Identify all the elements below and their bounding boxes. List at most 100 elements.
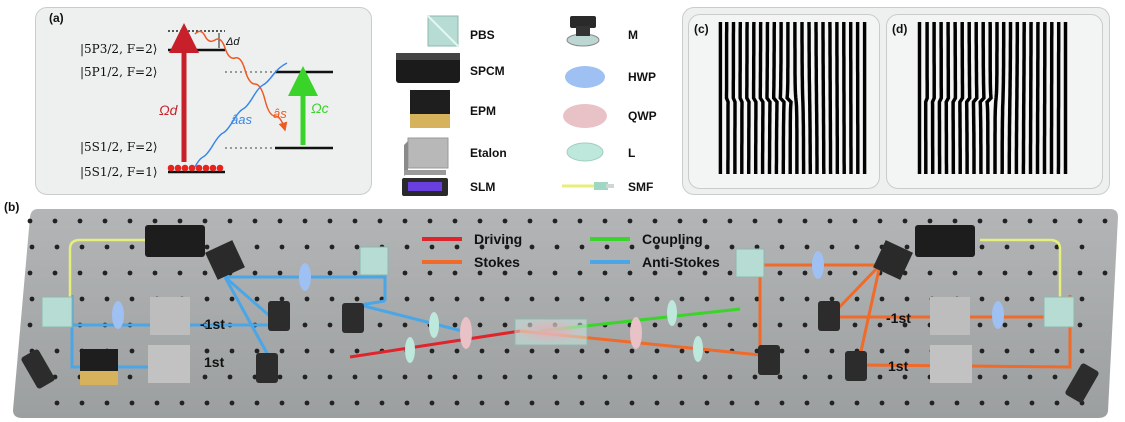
table-hole [529,400,535,406]
table-hole [77,270,83,276]
table-hole [327,218,333,224]
mirrors [21,301,1099,403]
comp-label-l: L [628,146,636,160]
table-hole [429,296,435,302]
table-hole [554,348,560,354]
table-hole [452,218,458,224]
table-hole [277,218,283,224]
fringe-line [731,22,737,174]
table-hole [479,400,485,406]
table-hole [277,374,283,380]
level-5p32: |5P3/2, F=2⟩ [80,42,158,56]
spcm-left [145,225,205,257]
table-hole [602,218,608,224]
table-hole [527,270,533,276]
table-hole [579,296,585,302]
table-hole [454,348,460,354]
table-hole [979,400,985,406]
table-hole [929,400,935,406]
fringe-line [978,22,986,175]
table-hole [302,218,308,224]
table-hole [504,348,510,354]
table-hole [752,322,758,328]
table-hole [552,218,558,224]
table-hole [379,400,385,406]
table-hole [754,296,760,302]
fringe-line [1000,22,1006,175]
table-hole [877,374,883,380]
order-label-left-1: 1st [204,354,225,370]
table-hole [352,374,358,380]
table-hole [354,244,360,250]
comp-label-hwp: HWP [628,70,656,84]
pbs-left-fiber [41,296,73,328]
spcm-icon [396,53,460,83]
table-hole [202,218,208,224]
fringe-line [835,22,840,175]
table-hole [1002,270,1008,276]
table-hole [677,322,683,328]
fringe-pattern-c [718,22,867,175]
table-hole [502,374,508,380]
comp-label-pbs: PBS [470,28,495,42]
table-hole [554,296,560,302]
fringe-line [751,22,758,174]
table-hole [452,374,458,380]
smf-fiber-right [980,238,1062,301]
table-hole [779,348,785,354]
table-hole [654,400,660,406]
qwp-icon [563,104,607,128]
table-hole [377,374,383,380]
table-hole [727,270,733,276]
table-hole [479,244,485,250]
table-hole [77,218,83,224]
table-hole [304,244,310,250]
table-hole [202,270,208,276]
table-hole [629,296,635,302]
table-hole [1052,218,1058,224]
table-hole [802,322,808,328]
slm-icon [402,178,448,196]
fringe-line [821,22,826,174]
table-hole [477,270,483,276]
table-hole [354,348,360,354]
table-hole [1029,348,1035,354]
legend-label-coupling: Coupling [642,231,703,247]
fringe-line [985,22,993,174]
table-hole [902,218,908,224]
table-hole [204,400,210,406]
table-hole [429,348,435,354]
table-hole [79,296,85,302]
table-hole [104,244,110,250]
epm-icon [410,90,450,128]
table-hole [327,374,333,380]
etalon-left-bottom [148,345,190,383]
table-hole [702,374,708,380]
table-hole [52,270,58,276]
table-hole [454,244,460,250]
waveplates [112,251,1004,363]
table-hole [477,218,483,224]
table-hole [879,348,885,354]
table-hole [454,296,460,302]
table-hole [852,322,858,328]
table-hole [1004,244,1010,250]
table-hole [977,322,983,328]
table-hole [1004,400,1010,406]
table-hole [629,244,635,250]
table-hole [679,296,685,302]
table-hole [652,218,658,224]
table-hole [1077,218,1083,224]
table-hole [904,400,910,406]
table-hole [954,400,960,406]
stokes-photon [194,30,288,132]
table-hole [1002,374,1008,380]
table-hole [977,218,983,224]
table-hole [804,296,810,302]
table-hole [1077,322,1083,328]
table-hole [704,244,710,250]
anti-stokes-photon [194,62,288,168]
fringe-line [1035,22,1040,174]
table-hole [1054,400,1060,406]
table-hole [52,218,58,224]
